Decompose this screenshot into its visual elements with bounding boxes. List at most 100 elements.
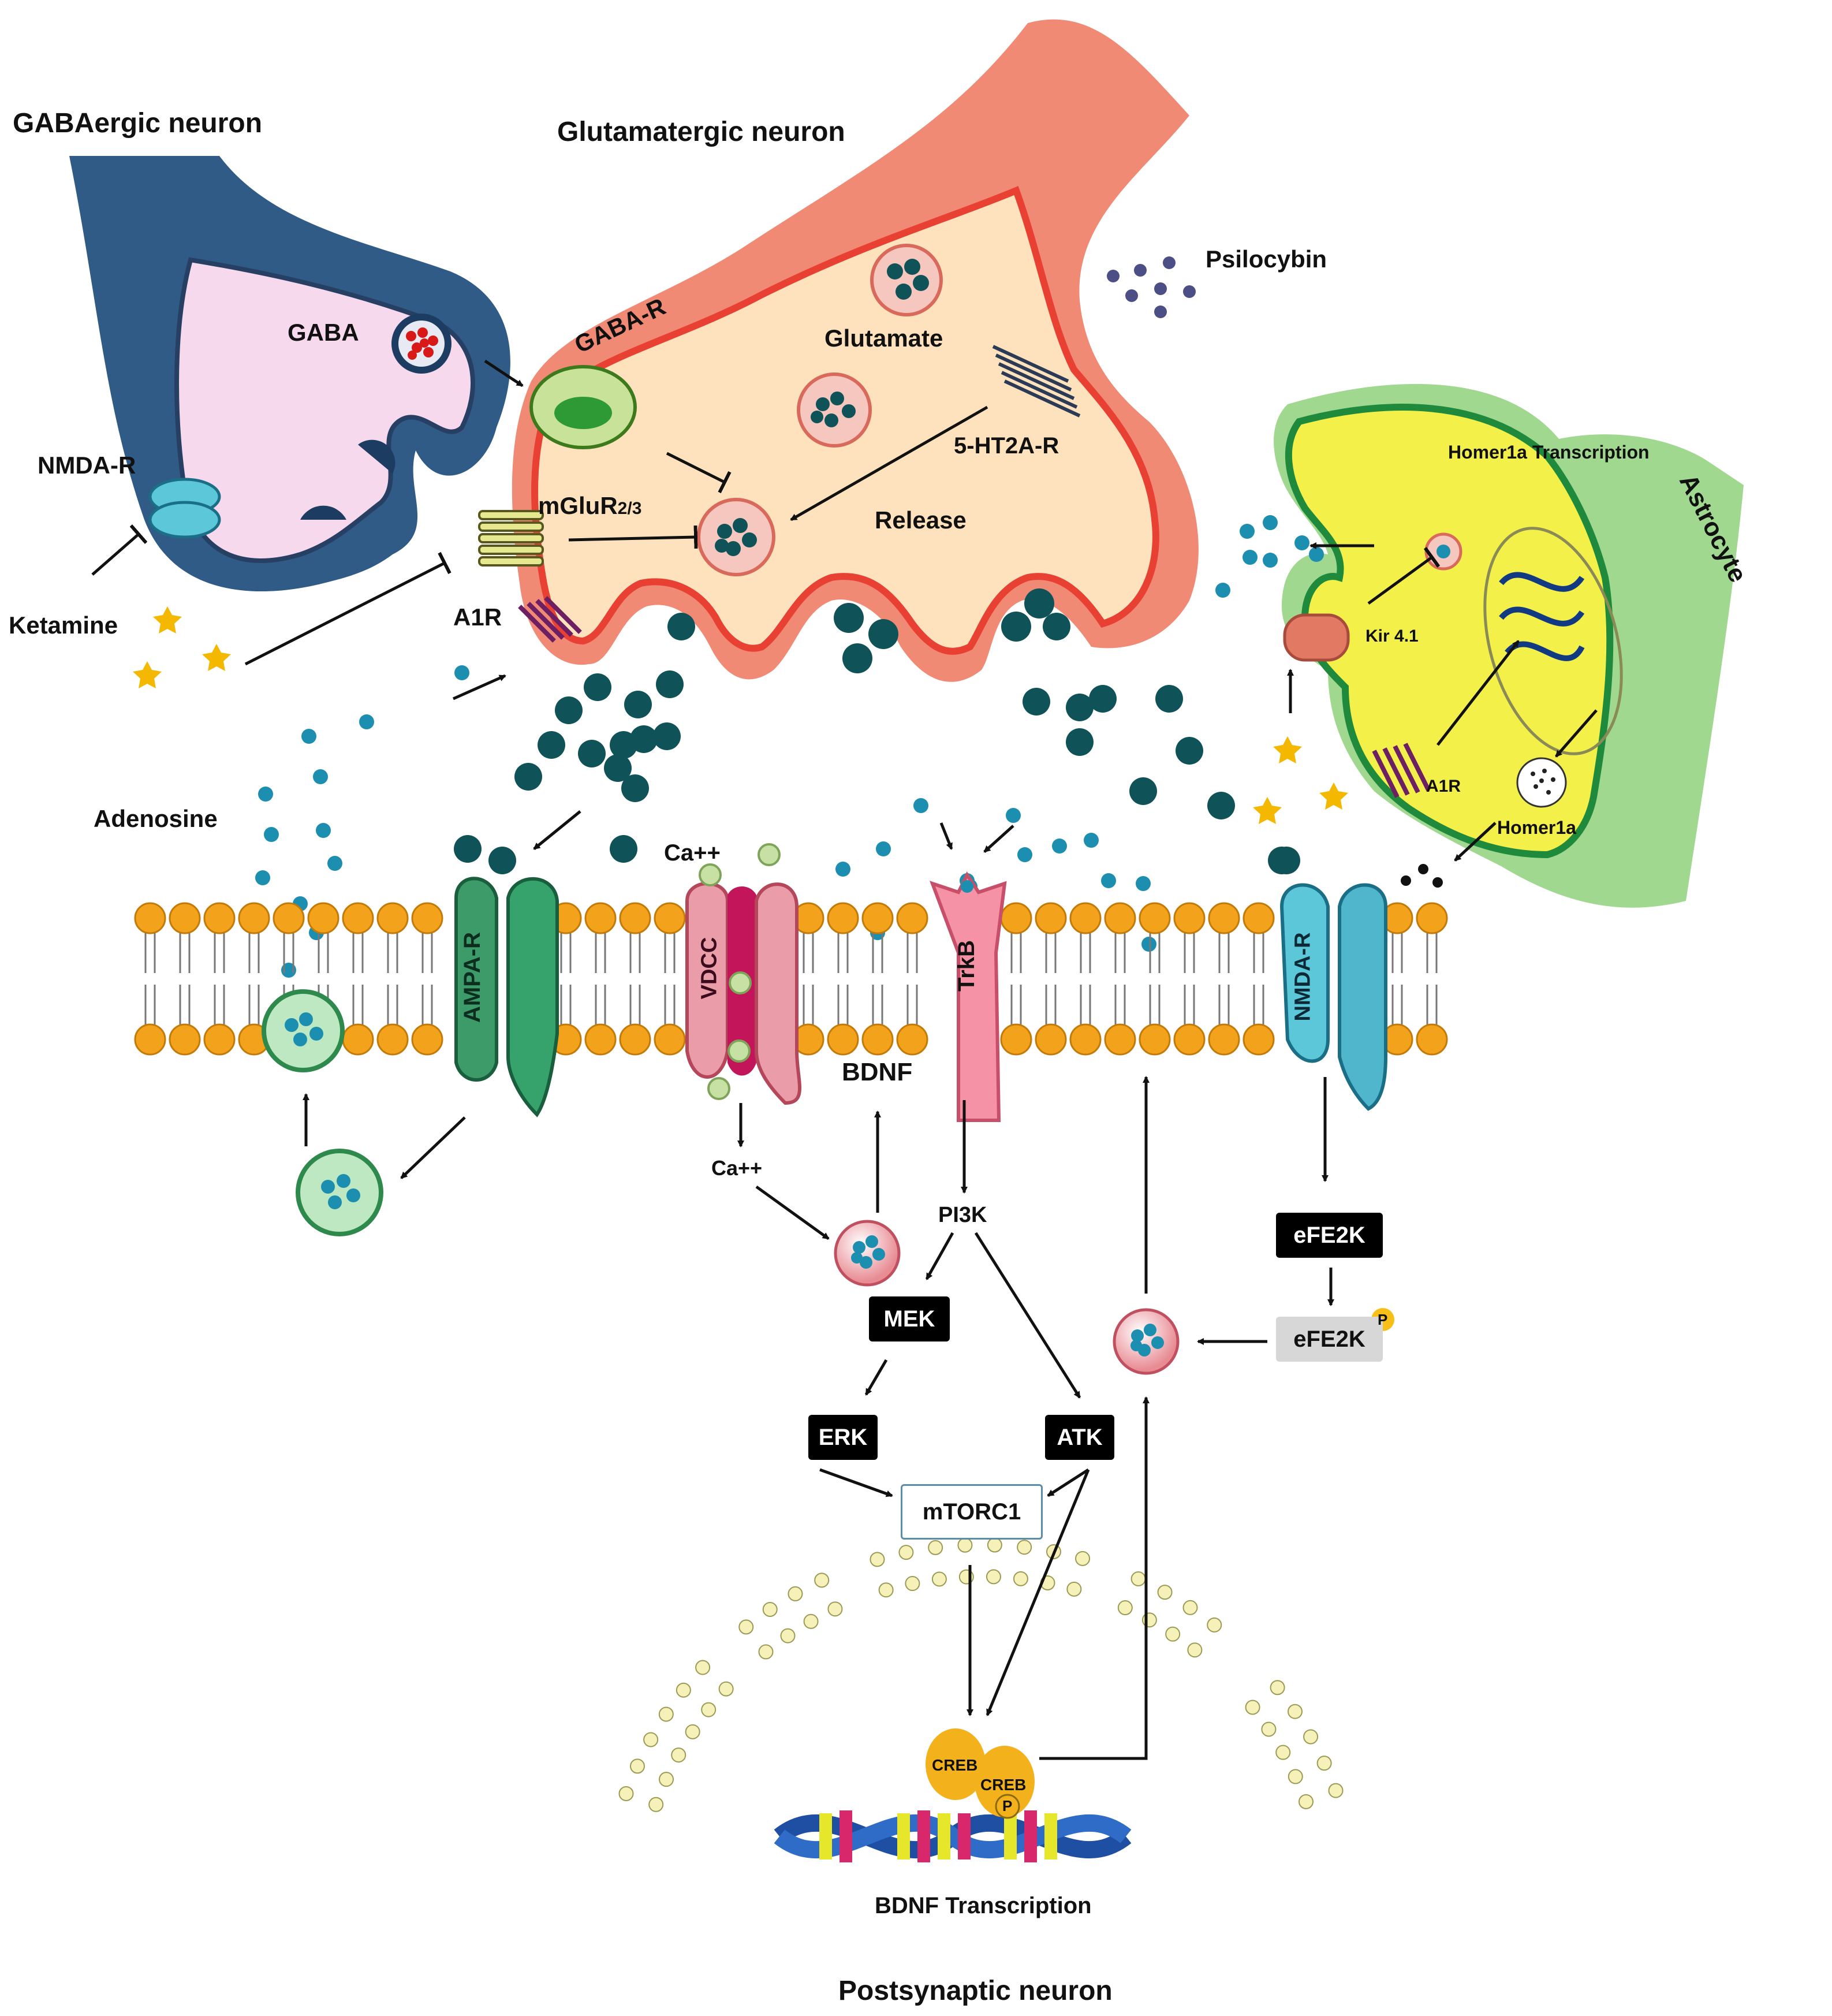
lipid-tail bbox=[560, 933, 572, 973]
lipid-head bbox=[1208, 1023, 1240, 1056]
lipid-tail bbox=[421, 985, 433, 1024]
pi3k-label: PI3K bbox=[938, 1203, 987, 1227]
lipid-tail bbox=[595, 933, 606, 973]
nuclear-lipid bbox=[1017, 1540, 1032, 1555]
lipid-head bbox=[273, 902, 305, 934]
nmda-receptor-membrane-shape bbox=[1273, 847, 1387, 1111]
lipid-tail bbox=[1218, 933, 1230, 973]
nuclear-lipid bbox=[870, 1552, 885, 1567]
dna-helix bbox=[774, 1810, 1132, 1862]
nuclear-lipid bbox=[643, 1732, 659, 1747]
nuclear-lipid bbox=[1165, 1626, 1181, 1642]
lipid-head bbox=[896, 1023, 928, 1056]
lipid-head bbox=[861, 1023, 894, 1056]
lipid-head bbox=[1000, 1023, 1032, 1056]
glutamate-released bbox=[454, 670, 1296, 874]
lipid-head bbox=[1173, 1023, 1206, 1056]
nuclear-lipid bbox=[905, 1576, 920, 1592]
gaba-receptor-shape bbox=[529, 365, 637, 449]
nuclear-lipid bbox=[738, 1619, 754, 1635]
lipid-tail bbox=[872, 933, 883, 973]
psilocybin-molecules bbox=[1107, 256, 1196, 318]
nuclear-lipid bbox=[1270, 1680, 1285, 1695]
lipid-tail bbox=[1010, 933, 1022, 973]
a1r-right-shape bbox=[1372, 743, 1431, 798]
nmda-r-presynaptic-label: NMDA-R bbox=[38, 452, 136, 479]
trkb-receptor-shape bbox=[929, 871, 1007, 1122]
lipid-head bbox=[1000, 902, 1032, 934]
nuclear-lipid bbox=[618, 1786, 634, 1801]
lipid-tail bbox=[803, 985, 814, 1024]
lipid-tail bbox=[1426, 933, 1438, 973]
lipid-tail bbox=[144, 933, 156, 973]
nuclear-lipid bbox=[758, 1644, 774, 1660]
lipid-tail bbox=[387, 933, 398, 973]
glutamate-label: Glutamate bbox=[824, 325, 943, 352]
lipid-tail bbox=[214, 933, 225, 973]
lipid-head bbox=[411, 1023, 443, 1056]
postsynaptic-neuron-label: Postsynaptic neuron bbox=[838, 1976, 1113, 2006]
nuclear-lipid bbox=[676, 1682, 691, 1698]
lipid-head bbox=[584, 902, 617, 934]
nuclear-lipid bbox=[1187, 1642, 1203, 1658]
postsynaptic-membrane bbox=[134, 902, 1448, 1056]
nuclear-lipid bbox=[878, 1582, 894, 1598]
lipid-head bbox=[1139, 902, 1171, 934]
nuclear-lipid bbox=[928, 1540, 943, 1555]
lipid-head bbox=[1069, 1023, 1102, 1056]
ca-top-label: Ca++ bbox=[664, 840, 721, 866]
nuclear-lipid bbox=[1066, 1581, 1082, 1597]
nuclear-lipid bbox=[701, 1702, 717, 1717]
calcium-ions bbox=[699, 843, 781, 1100]
lipid-head bbox=[342, 1023, 374, 1056]
nuclear-lipid bbox=[803, 1613, 819, 1629]
lipid-head bbox=[1104, 1023, 1136, 1056]
nuclear-lipid bbox=[1117, 1600, 1133, 1616]
nuclear-lipid bbox=[629, 1758, 645, 1774]
mglur-receptor-shape bbox=[478, 510, 544, 567]
gabaergic-neuron-label: GABAergic neuron bbox=[13, 108, 263, 139]
vdcc-channel-shape bbox=[685, 882, 801, 1105]
homer1a-label: Homer1a bbox=[1497, 817, 1576, 838]
nuclear-lipid bbox=[1245, 1700, 1260, 1715]
nuclear-lipid bbox=[1182, 1600, 1198, 1615]
lipid-tail bbox=[1010, 985, 1022, 1024]
lipid-tail bbox=[1149, 933, 1161, 973]
lipid-tail bbox=[1391, 985, 1403, 1024]
lipid-head bbox=[376, 902, 409, 934]
lipid-tail bbox=[872, 985, 883, 1024]
nuclear-lipid bbox=[685, 1724, 700, 1739]
homer1a-molecules bbox=[1401, 864, 1443, 888]
lipid-head bbox=[1208, 902, 1240, 934]
lipid-tail bbox=[1253, 985, 1264, 1024]
release-label: Release bbox=[875, 506, 967, 534]
lipid-tail bbox=[1253, 933, 1264, 973]
lipid-head bbox=[342, 902, 374, 934]
lipid-tail bbox=[629, 933, 641, 973]
kir41-channel-shape bbox=[1283, 613, 1350, 662]
bdnf-transcription-label: BDNF Transcription bbox=[875, 1893, 1092, 1918]
lipid-head bbox=[411, 902, 443, 934]
lipid-tail bbox=[837, 933, 849, 973]
glutamatergic-neuron-label: Glutamatergic neuron bbox=[557, 117, 845, 147]
lipid-head bbox=[1416, 902, 1448, 934]
lipid-tail bbox=[560, 985, 572, 1024]
trkb-label: TrkB bbox=[953, 940, 979, 992]
nuclear-lipid bbox=[987, 1537, 1002, 1553]
nuclear-lipid bbox=[718, 1681, 734, 1697]
ca-bottom-label: Ca++ bbox=[711, 1156, 763, 1180]
psilocybin-label: Psilocybin bbox=[1206, 245, 1327, 273]
mglur-label: mGluR2/3 bbox=[538, 492, 642, 519]
homer1a-transcription-label: Homer1a Transcription bbox=[1448, 442, 1650, 463]
nuclear-lipid bbox=[658, 1706, 674, 1722]
lipid-tail bbox=[352, 985, 364, 1024]
nuclear-lipid bbox=[671, 1747, 686, 1763]
nuclear-lipid bbox=[1288, 1769, 1303, 1784]
gaba-label: GABA bbox=[288, 319, 359, 346]
mek-box: MEK bbox=[869, 1296, 950, 1341]
nuclear-lipid bbox=[1303, 1729, 1319, 1745]
ketamine-molecules bbox=[133, 606, 1348, 824]
atk-box: ATK bbox=[1045, 1415, 1114, 1460]
lipid-head bbox=[134, 902, 166, 934]
lipid-tail bbox=[248, 985, 260, 1024]
